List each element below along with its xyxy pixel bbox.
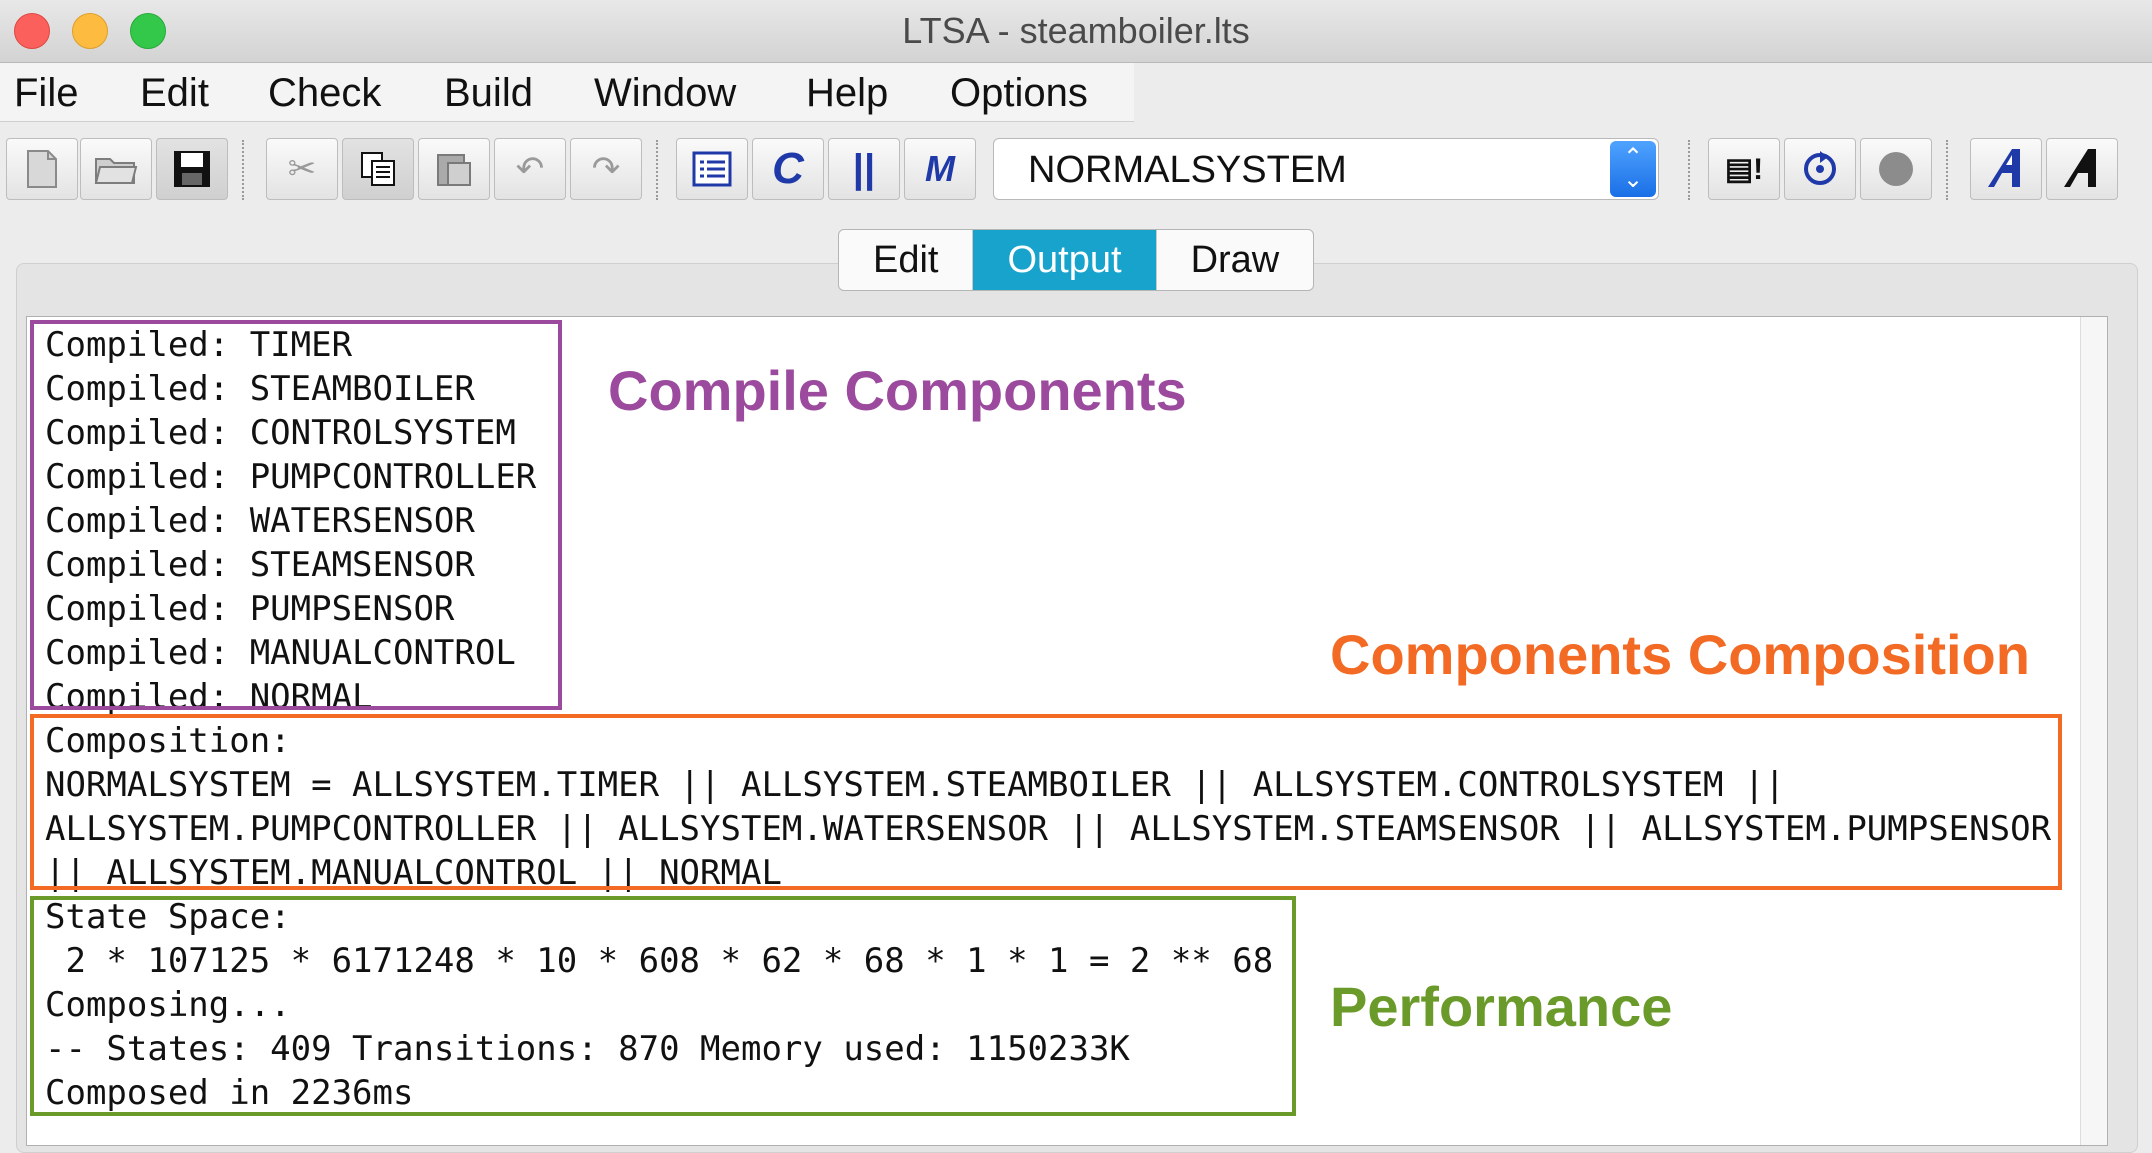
minimize-window-button[interactable] <box>72 13 108 49</box>
cut-icon[interactable]: ✂ <box>266 138 338 200</box>
undo-icon[interactable]: ↶ <box>494 138 566 200</box>
toolbar-separator <box>1688 140 1692 200</box>
view-tabs: Edit Output Draw <box>838 229 1315 291</box>
compile-components-box <box>30 320 562 710</box>
redo-icon[interactable]: ↷ <box>570 138 642 200</box>
stop-icon[interactable] <box>1860 138 1932 200</box>
animate-black-icon[interactable] <box>2046 138 2118 200</box>
output-line: NORMALSYSTEM = ALLSYSTEM.TIMER || ALLSYS… <box>45 765 1785 805</box>
vertical-scrollbar[interactable] <box>2080 317 2107 1145</box>
components-composition-label: Components Composition <box>1330 623 2030 686</box>
compile-components-label: Compile Components <box>608 359 1187 422</box>
window-title: LTSA - steamboiler.lts <box>902 10 1250 51</box>
components-composition-box <box>30 714 2062 890</box>
output-line: Compiled: WATERSENSOR <box>45 501 475 541</box>
output-line: 2 * 107125 * 6171248 * 10 * 608 * 62 * 6… <box>45 941 1274 981</box>
target-select[interactable]: NORMALSYSTEM ⌃⌄ <box>993 138 1659 200</box>
menu-file[interactable]: File <box>14 71 79 115</box>
performance-box <box>30 896 1296 1116</box>
output-line: Compiled: PUMPSENSOR <box>45 589 455 629</box>
menu-help[interactable]: Help <box>806 71 889 115</box>
zoom-window-button[interactable] <box>130 13 166 49</box>
animate-fluent-icon[interactable] <box>1970 138 2042 200</box>
output-line: Compiled: CONTROLSYSTEM <box>45 413 516 453</box>
list-icon[interactable] <box>676 138 748 200</box>
copy-icon[interactable] <box>342 138 414 200</box>
output-line: ALLSYSTEM.PUMPCONTROLLER || ALLSYSTEM.WA… <box>45 809 2052 849</box>
output-line: Composing... <box>45 985 291 1025</box>
minimise-icon[interactable]: M <box>904 138 976 200</box>
output-line: Compiled: MANUALCONTROL <box>45 633 516 673</box>
tab-output[interactable]: Output <box>973 230 1157 290</box>
output-line: Compiled: STEAMBOILER <box>45 369 475 409</box>
menu-check[interactable]: Check <box>268 71 382 115</box>
new-file-icon[interactable] <box>6 138 78 200</box>
tab-draw[interactable]: Draw <box>1190 239 1280 281</box>
menu-window[interactable]: Window <box>594 71 737 115</box>
safety-check-icon[interactable]: ▤! <box>1708 138 1780 200</box>
title-bar: LTSA - steamboiler.lts <box>0 0 2152 63</box>
output-line: Compiled: NORMAL <box>45 677 373 717</box>
progress-check-icon[interactable] <box>1784 138 1856 200</box>
menu-build[interactable]: Build <box>444 71 533 115</box>
performance-label: Performance <box>1330 975 1673 1038</box>
compile-icon[interactable]: C <box>752 138 824 200</box>
toolbar-separator <box>242 140 246 200</box>
close-window-button[interactable] <box>14 13 50 49</box>
toolbar: ✂ ↶ ↷ C || M NORMALSYSTEM ⌃⌄ ▤! <box>0 122 2152 222</box>
toolbar-separator <box>656 140 660 200</box>
open-folder-icon[interactable] <box>80 138 152 200</box>
output-line: Composition: <box>45 721 291 761</box>
paste-icon[interactable] <box>418 138 490 200</box>
output-line: Compiled: STEAMSENSOR <box>45 545 475 585</box>
menu-bar: File Edit Check Build Window Help Option… <box>0 63 1134 122</box>
output-line: State Space: <box>45 897 291 937</box>
output-line: Composed in 2236ms <box>45 1073 414 1113</box>
tab-edit[interactable]: Edit <box>839 230 974 290</box>
toolbar-separator <box>1946 140 1950 200</box>
chevron-updown-icon[interactable]: ⌃⌄ <box>1610 141 1656 197</box>
parallel-icon[interactable]: || <box>828 138 900 200</box>
output-line: Compiled: PUMPCONTROLLER <box>45 457 537 497</box>
save-icon[interactable] <box>156 138 228 200</box>
output-line: Compiled: TIMER <box>45 325 353 365</box>
menu-options[interactable]: Options <box>950 71 1088 115</box>
menu-edit[interactable]: Edit <box>140 71 209 115</box>
output-line: -- States: 409 Transitions: 870 Memory u… <box>45 1029 1130 1069</box>
target-select-value: NORMALSYSTEM <box>1028 149 1347 191</box>
